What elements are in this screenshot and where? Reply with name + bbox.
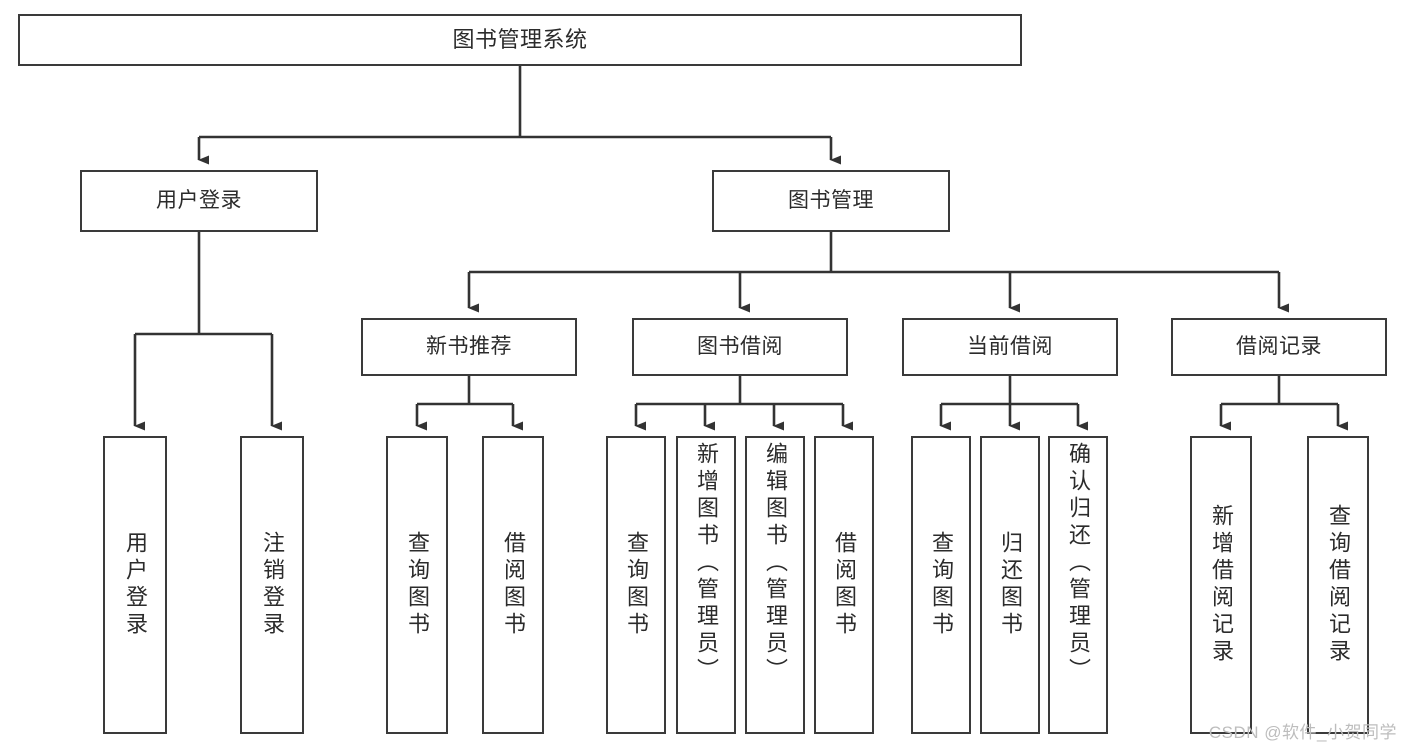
leaf-query-book-current-label: 查询图书 xyxy=(929,531,954,639)
leaf-return-book-label: 归还图书 xyxy=(998,531,1023,639)
leaf-borrow-book-label: 借阅图书 xyxy=(832,531,857,639)
node-user-login[interactable]: 用户登录 xyxy=(80,170,318,232)
leaf-edit-book-admin-label: 编辑图书（管理员） xyxy=(763,442,788,685)
leaf-query-book-borrow[interactable]: 查询图书 xyxy=(606,436,666,734)
leaf-query-book-current[interactable]: 查询图书 xyxy=(911,436,971,734)
leaf-borrow-book-recommendation[interactable]: 借阅图书 xyxy=(482,436,544,734)
leaf-add-borrow-record-label: 新增借阅记录 xyxy=(1209,504,1234,666)
leaf-borrow-book-recommendation-label: 借阅图书 xyxy=(501,531,526,639)
leaf-logout-login-label: 注销登录 xyxy=(260,531,285,639)
leaf-user-login[interactable]: 用户登录 xyxy=(103,436,167,734)
node-current-borrow-label: 当前借阅 xyxy=(967,334,1053,358)
node-user-login-label: 用户登录 xyxy=(156,188,242,212)
leaf-add-book-admin-label: 新增图书（管理员） xyxy=(694,442,719,685)
leaf-edit-book-admin[interactable]: 编辑图书（管理员） xyxy=(745,436,805,734)
leaf-confirm-return-admin[interactable]: 确认归还（管理员） xyxy=(1048,436,1108,734)
node-borrow-record-label: 借阅记录 xyxy=(1236,334,1322,358)
node-root-system[interactable]: 图书管理系统 xyxy=(18,14,1022,66)
leaf-add-borrow-record[interactable]: 新增借阅记录 xyxy=(1190,436,1252,734)
node-book-manage[interactable]: 图书管理 xyxy=(712,170,950,232)
leaf-query-book-recommendation[interactable]: 查询图书 xyxy=(386,436,448,734)
leaf-return-book[interactable]: 归还图书 xyxy=(980,436,1040,734)
node-book-borrow[interactable]: 图书借阅 xyxy=(632,318,848,376)
leaf-user-login-label: 用户登录 xyxy=(123,531,148,639)
leaf-query-book-recommendation-label: 查询图书 xyxy=(405,531,430,639)
node-borrow-record[interactable]: 借阅记录 xyxy=(1171,318,1387,376)
node-current-borrow[interactable]: 当前借阅 xyxy=(902,318,1118,376)
leaf-confirm-return-admin-label: 确认归还（管理员） xyxy=(1066,442,1091,685)
leaf-query-borrow-record-label: 查询借阅记录 xyxy=(1326,504,1351,666)
node-root-system-label: 图书管理系统 xyxy=(452,27,588,53)
leaf-logout-login[interactable]: 注销登录 xyxy=(240,436,304,734)
node-book-borrow-label: 图书借阅 xyxy=(697,334,783,358)
node-new-book-recommendation[interactable]: 新书推荐 xyxy=(361,318,577,376)
leaf-query-borrow-record[interactable]: 查询借阅记录 xyxy=(1307,436,1369,734)
node-new-book-recommendation-label: 新书推荐 xyxy=(426,334,512,358)
leaf-borrow-book[interactable]: 借阅图书 xyxy=(814,436,874,734)
leaf-add-book-admin[interactable]: 新增图书（管理员） xyxy=(676,436,736,734)
node-book-manage-label: 图书管理 xyxy=(788,188,874,212)
leaf-query-book-borrow-label: 查询图书 xyxy=(624,531,649,639)
